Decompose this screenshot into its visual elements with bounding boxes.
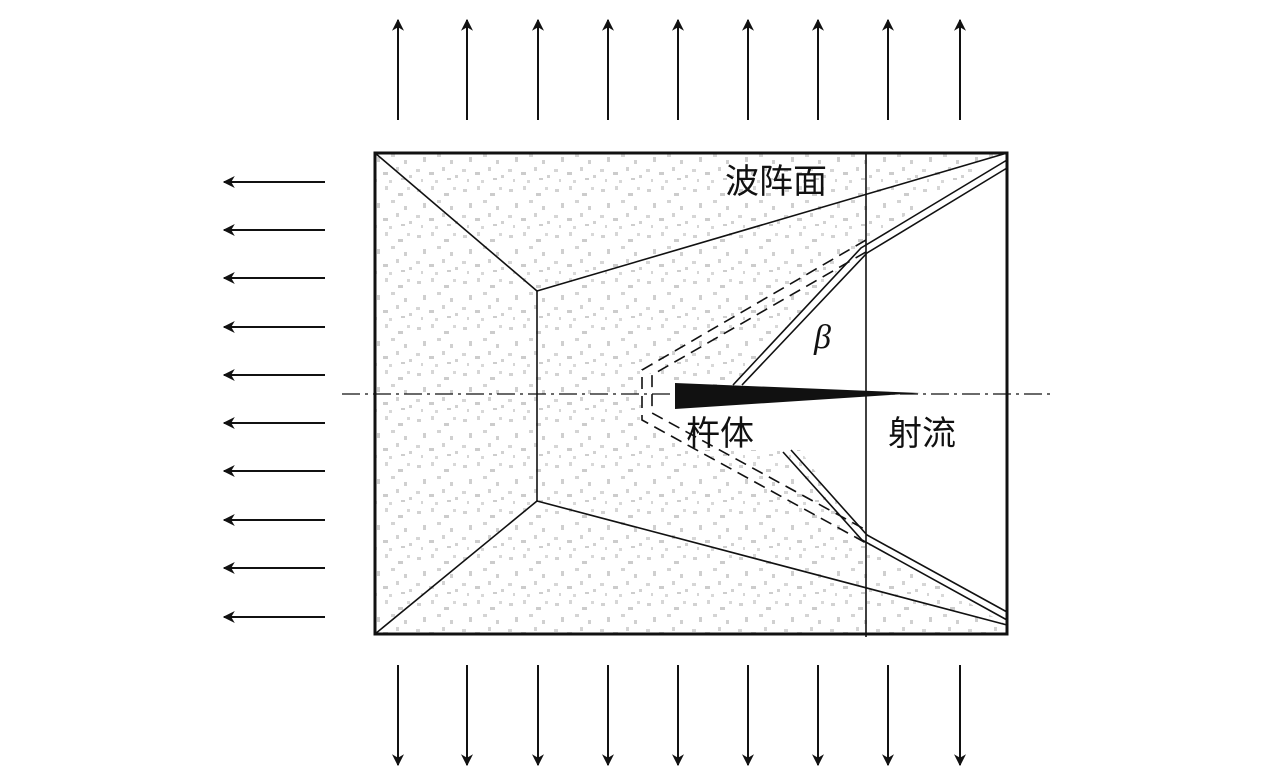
top-arrows [392,18,966,120]
wavefront-lines [374,152,1008,635]
slug-jet-shape [675,383,920,409]
label-wavefront: 波阵面 [725,162,827,202]
left-arrows [222,176,325,623]
label-beta: β [813,319,831,356]
bottom-arrows [392,665,966,767]
label-slug: 杵体 [686,414,754,454]
explosive-fill [375,153,1007,634]
liner-original-dashed [641,239,867,544]
label-jet: 射流 [888,414,956,454]
